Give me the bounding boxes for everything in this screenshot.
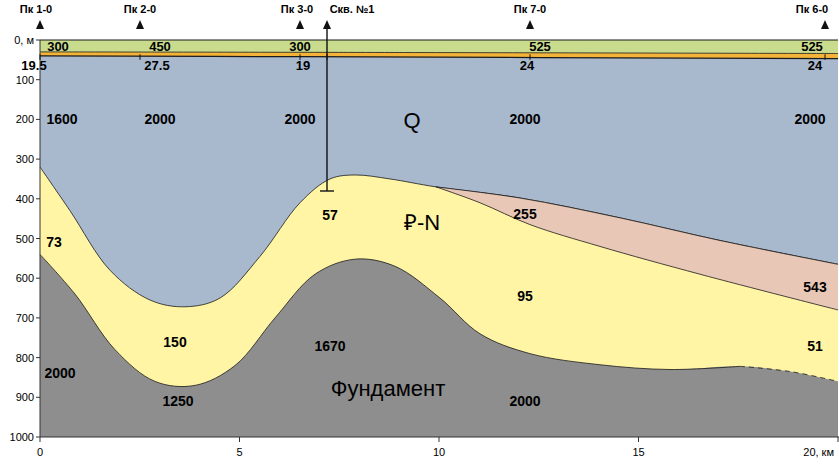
axis-label: 15 (632, 447, 644, 458)
axis-label: 100 (16, 74, 34, 85)
profile-label: Пк 3-0 (281, 4, 313, 15)
resistivity-value: 2000 (144, 112, 175, 126)
resistivity-value: 1600 (46, 112, 77, 126)
resistivity-value: 73 (46, 235, 62, 249)
axis-label: 0, м (14, 35, 34, 46)
axis-label: 400 (16, 193, 34, 204)
profile-label: Пк 6-0 (796, 4, 828, 15)
borehole (320, 29, 334, 191)
resistivity-value: 525 (529, 39, 551, 52)
resistivity-value: 300 (289, 39, 311, 52)
resistivity-value: 543 (803, 280, 826, 294)
axis-label: 600 (16, 273, 34, 284)
resistivity-value: 150 (163, 335, 186, 349)
axis-label: 1000 (10, 432, 34, 443)
layer-name: Q (403, 110, 420, 132)
resistivity-value: 2000 (509, 112, 540, 126)
axis-ticks (36, 40, 838, 442)
layer-name: ₽-N (404, 212, 440, 234)
resistivity-value: 19 (296, 59, 310, 72)
profile-label: Пк 7-0 (514, 4, 546, 15)
resistivity-value: 2000 (44, 366, 75, 380)
resistivity-value: 51 (807, 339, 823, 353)
resistivity-value: 1670 (314, 339, 345, 353)
axis-label: 900 (16, 392, 34, 403)
resistivity-value: 2000 (794, 112, 825, 126)
resistivity-value: 95 (517, 289, 533, 303)
axis-label: 10 (433, 447, 445, 458)
axis-label: 800 (16, 352, 34, 363)
resistivity-value: 525 (801, 39, 823, 52)
resistivity-value: 300 (47, 39, 69, 52)
axis-label: 300 (16, 154, 34, 165)
resistivity-value: 450 (149, 39, 171, 52)
layer-name: Фундамент (331, 378, 446, 400)
resistivity-value: 2000 (509, 394, 540, 408)
resistivity-value: 1250 (162, 394, 193, 408)
axis-label: 500 (16, 233, 34, 244)
resistivity-value: 24 (808, 59, 822, 72)
profile-markers (36, 20, 829, 29)
resistivity-value: 255 (513, 207, 536, 221)
profile-label: Пк 2-0 (124, 4, 156, 15)
axis-label: 5 (236, 447, 242, 458)
resistivity-value: 19.5 (21, 59, 46, 72)
resistivity-value: 57 (322, 208, 338, 222)
axis-label: 200 (16, 114, 34, 125)
resistivity-value: 24 (520, 59, 534, 72)
axis-label: 0 (37, 447, 43, 458)
profile-label: Скв. №1 (330, 4, 375, 15)
resistivity-value: 2000 (284, 112, 315, 126)
resistivity-value: 27.5 (144, 59, 169, 72)
profile-label: Пк 1-0 (20, 4, 52, 15)
axis-label: 20, км (803, 447, 834, 458)
axis-label: 700 (16, 312, 34, 323)
